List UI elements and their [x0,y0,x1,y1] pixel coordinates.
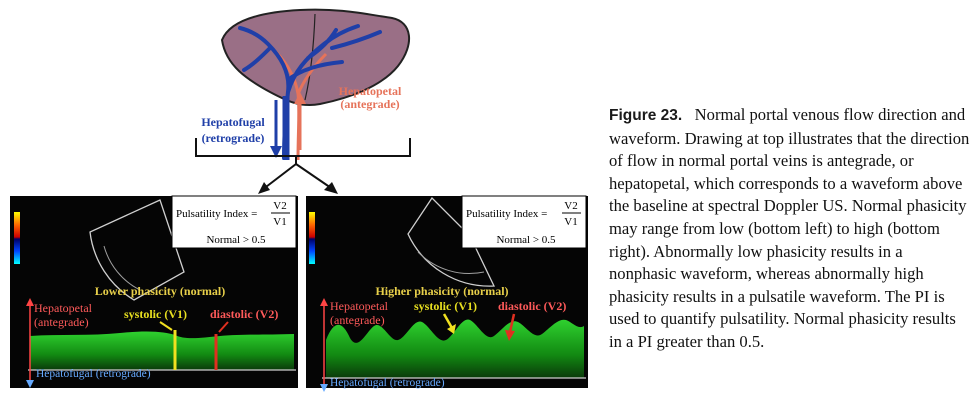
hepatopetal-label-1: Hepatopetal [339,84,402,98]
up-arrow-icon [320,298,328,306]
split-arrow-left-head [258,182,270,194]
waveform [30,331,294,370]
pi-numerator: V2 [273,200,286,212]
pi-denominator: V1 [564,216,577,228]
hepatofugal-arrow-head [270,146,282,158]
hepatofugal-label-2: (retrograde) [202,131,265,145]
hepatopetal-2: (antegrade) [330,313,385,327]
down-arrow-icon [26,380,34,388]
normal-text: Normal > 0.5 [206,234,266,246]
normal-text: Normal > 0.5 [496,234,556,246]
pi-label: Pulsatility Index = [466,208,547,220]
phasicity-label: Lower phasicity (normal) [95,284,225,298]
waveform [326,319,584,378]
hepatopetal-2: (antegrade) [34,315,89,329]
us-sector-outline [407,196,496,287]
us-sector-arc [417,251,485,274]
systolic-label: systolic (V1) [414,299,477,313]
hepatofugal-label-1: Hepatofugal [201,115,265,129]
portal-vein [238,24,382,160]
pi-numerator: V2 [564,200,577,212]
pi-box [461,195,587,249]
artery-line [274,50,328,161]
hepatofugal-label: Hepatofugal (retrograde) [36,368,151,380]
systolic-label: systolic (V1) [124,307,187,321]
figure-label: Figure 23. [609,107,683,124]
us-sector-arc [103,245,141,291]
split-arrow-right-head [324,182,338,194]
hepatopetal-label-2: (antegrade) [340,97,399,111]
hepatopetal-arrow-head [294,92,306,104]
phasicity-label: Higher phasicity (normal) [375,284,508,298]
hepatopetal-1: Hepatopetal [34,301,93,315]
up-arrow-icon [26,298,34,306]
figure-caption: Figure 23. Normal portal venous flow dir… [609,104,971,354]
doppler-panel-right: Pulsatility Index = V2 V1 Normal > 0.5 H… [306,195,588,392]
systolic-arrow-icon [447,324,456,334]
color-scale-bar [309,212,315,264]
diastolic-label: diastolic (V2) [210,307,278,321]
liver-shape [220,8,411,106]
hepatofugal-label: Hepatofugal (retrograde) [330,377,445,389]
pi-denominator: V1 [273,216,286,228]
color-scale-bar [14,212,20,264]
diastolic-arrow-icon [505,330,515,341]
caption-text: Normal portal venous flow direction and … [609,105,970,351]
diastolic-label: diastolic (V2) [498,299,566,313]
pi-label: Pulsatility Index = [176,208,257,220]
pi-box [171,195,297,249]
down-arrow-icon [320,384,328,392]
doppler-panel-left: Pulsatility Index = V2 V1 Normal > 0.5 L… [10,195,298,388]
figure-illustration: Hepatopetal (antegrade) Hepatofugal (ret… [10,8,588,392]
hepatopetal-1: Hepatopetal [330,299,389,313]
liver-drawing: Hepatopetal (antegrade) Hepatofugal (ret… [201,8,411,161]
figure-svg: Hepatopetal (antegrade) Hepatofugal (ret… [10,8,588,392]
split-bracket [195,138,411,191]
us-sector-outline [89,199,185,301]
